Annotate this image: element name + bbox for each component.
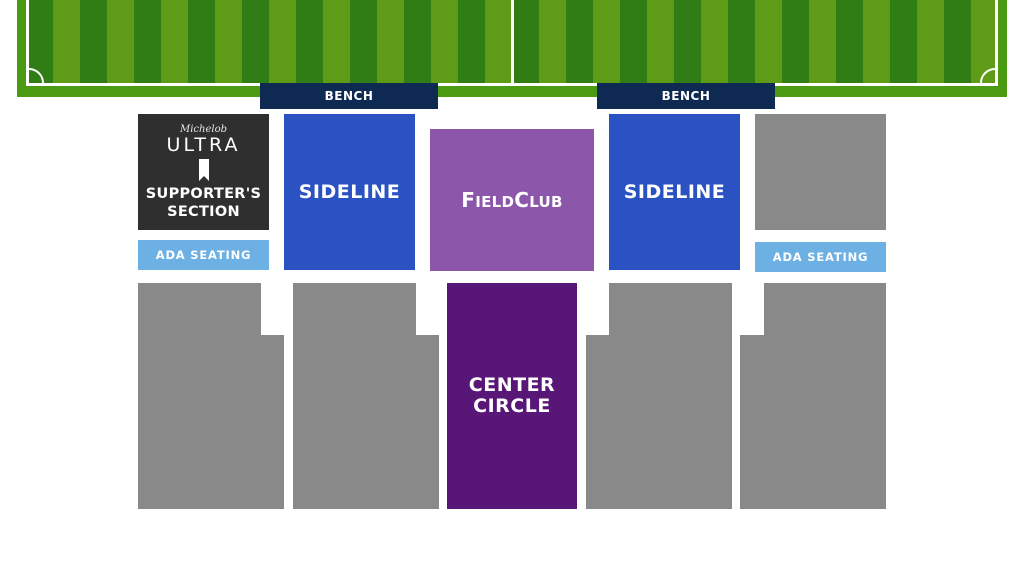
left-goal-line xyxy=(26,0,29,86)
ada-left-label: ADA SEATING xyxy=(155,248,252,262)
bench-right: BENCH xyxy=(597,83,775,109)
bench-left: BENCH xyxy=(260,83,438,109)
ada-right-label: ADA SEATING xyxy=(772,250,869,264)
field-markings xyxy=(26,0,998,86)
ribbon-icon xyxy=(198,158,209,181)
section-center-circle[interactable]: CENTER CIRCLE xyxy=(447,283,577,509)
section-general-lower-1[interactable] xyxy=(138,283,284,509)
section-general-lower-4[interactable] xyxy=(740,283,886,509)
center-circle-line2: CIRCLE xyxy=(473,395,551,417)
section-field-club[interactable]: FIELDCLUB xyxy=(430,129,594,271)
section-sideline-left[interactable]: SIDELINE xyxy=(284,114,415,270)
supporters-label-line2: SECTION xyxy=(167,203,240,220)
sideline-left-label: SIDELINE xyxy=(298,181,401,203)
section-ada-left[interactable]: ADA SEATING xyxy=(138,240,269,270)
section-ada-right[interactable]: ADA SEATING xyxy=(755,242,886,272)
center-circle-line1: CENTER xyxy=(468,374,556,396)
section-general-upper-right[interactable] xyxy=(755,114,886,230)
section-general-lower-3[interactable] xyxy=(586,283,732,509)
bench-right-label: BENCH xyxy=(661,89,711,103)
bench-left-label: BENCH xyxy=(324,89,374,103)
halfway-line xyxy=(511,0,514,86)
soccer-field xyxy=(17,0,1007,97)
brand-script-text: Michelob xyxy=(179,123,228,135)
sideline-right-label: SIDELINE xyxy=(623,181,726,203)
field-club-label: FIELDCLUB xyxy=(461,188,563,212)
corner-arc-left xyxy=(28,68,44,84)
supporters-label-line1: SUPPORTER'S xyxy=(145,185,262,202)
corner-arc-right xyxy=(980,68,996,84)
section-general-lower-2[interactable] xyxy=(293,283,439,509)
brand-wordmark: ULTRA xyxy=(166,133,241,156)
right-goal-line xyxy=(995,0,998,86)
section-sideline-right[interactable]: SIDELINE xyxy=(609,114,740,270)
section-supporters[interactable]: Michelob ULTRA SUPPORTER'S SECTION xyxy=(138,114,269,230)
